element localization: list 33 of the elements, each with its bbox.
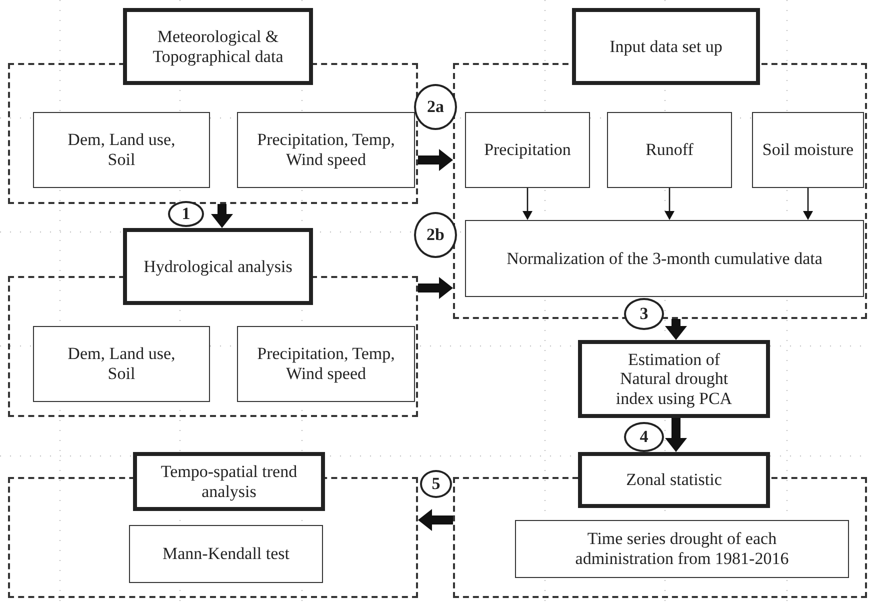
step-number-circle: 3 <box>624 298 664 330</box>
block-arrow <box>418 149 453 171</box>
dashed-group-box <box>453 63 867 319</box>
process-box: Soil moisture <box>752 112 864 188</box>
process-box: Dem, Land use, Soil <box>33 326 210 402</box>
dashed-group-box <box>8 276 418 417</box>
step-number-circle: 5 <box>420 470 452 498</box>
arrow <box>664 188 674 220</box>
process-box: Time series drought of each administration from 1981-2016 <box>515 520 849 578</box>
block-arrow <box>418 509 453 531</box>
step-box: Meteorological & Topographical data <box>123 8 313 85</box>
step-box: Tempo-spatial trend analysis <box>133 452 325 511</box>
block-arrow <box>211 204 233 228</box>
block-arrow <box>418 277 453 299</box>
step-box: Zonal statistic <box>578 452 770 508</box>
step-number-circle: 4 <box>624 422 664 452</box>
step-number-circle: 2b <box>414 212 457 258</box>
step-box: Hydrological analysis <box>123 228 313 305</box>
arrow <box>522 188 532 220</box>
step-box: Input data set up <box>572 8 760 85</box>
process-box: Normalization of the 3-month cumulative data <box>465 220 864 297</box>
block-arrow <box>665 418 687 452</box>
block-arrow <box>665 319 687 340</box>
process-box: Dem, Land use, Soil <box>33 112 210 188</box>
arrow <box>803 188 813 220</box>
process-box: Runoff <box>607 112 732 188</box>
step-number-circle: 1 <box>168 201 204 227</box>
process-box: Mann-Kendall test <box>129 525 323 583</box>
process-box: Precipitation <box>465 112 590 188</box>
step-box: Estimation of Natural drought index using PCA <box>578 340 770 418</box>
process-box: Precipitation, Temp, Wind speed <box>237 112 415 188</box>
process-box: Precipitation, Temp, Wind speed <box>237 326 415 402</box>
step-number-circle: 2a <box>414 84 457 130</box>
